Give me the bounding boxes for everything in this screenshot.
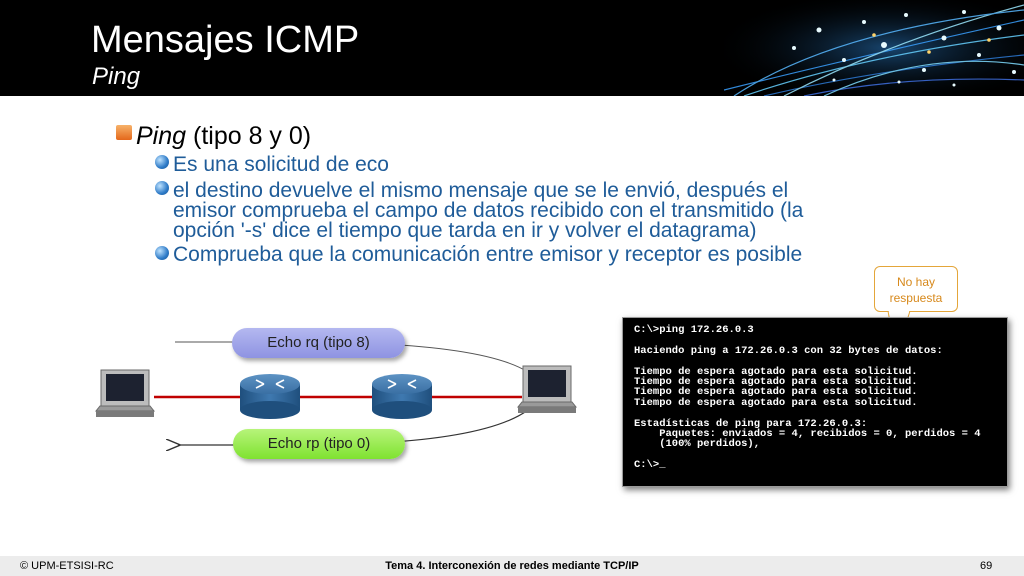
- sub-bullet-2-line-3: opción '-s' dice el tiempo que tarda en …: [173, 219, 757, 242]
- console-line: C:\>ping 172.26.0.3: [634, 324, 754, 336]
- orange-bullet-icon: [116, 125, 132, 140]
- no-response-callout: No hay respuesta: [874, 266, 958, 312]
- slide-title: Mensajes ICMP: [91, 19, 360, 61]
- console-output: C:\>ping 172.26.0.3 ​ Haciendo ping a 172.…: [622, 317, 1008, 487]
- sub-bullet-3: Comprueba que la comunicación entre emis…: [173, 243, 803, 266]
- network-diagram: [94, 341, 578, 470]
- fiber-optic-image: [724, 0, 1024, 96]
- console-line: Estadísticas de ping para 172.26.0.3:: [634, 417, 868, 430]
- laptop-right-icon: [516, 365, 578, 413]
- main-bullet: Ping (tipo 8 y 0): [136, 121, 311, 151]
- sub-bullet-1: Es una solicitud de eco: [173, 153, 389, 176]
- console-line: (100% perdidos),: [634, 438, 761, 451]
- footer-copyright: © UPM-ETSISI-RC: [20, 560, 114, 572]
- slide-subtitle: Ping: [92, 63, 141, 90]
- console-line: Tiempo de espera agotado para esta solic…: [634, 396, 918, 409]
- echo-request-label: Echo rq (tipo 8): [232, 328, 405, 358]
- callout-line-2: respuesta: [889, 291, 943, 305]
- console-line: Tiempo de espera agotado para esta solic…: [634, 386, 918, 399]
- main-bullet-rest: (tipo 8 y 0): [186, 122, 312, 150]
- console-line: Tiempo de espera agotado para esta solic…: [634, 376, 918, 389]
- laptop-left-icon: [94, 369, 156, 417]
- blue-bullet-icon: [155, 155, 169, 169]
- sub-bullet-2-line-1: el destino devuelve el mismo mensaje que…: [173, 179, 789, 202]
- console-line: Tiempo de espera agotado para esta solic…: [634, 365, 918, 378]
- sub-bullet-2-line-2: emisor comprueba el campo de datos recib…: [173, 199, 804, 222]
- callout-line-1: No hay: [896, 275, 936, 289]
- router-icon: [372, 374, 432, 419]
- page-number: 69: [980, 560, 993, 572]
- router-icon: [240, 374, 300, 419]
- console-line: Paquetes: enviados = 4, recibidos = 0, p…: [634, 428, 981, 441]
- blue-bullet-icon: [155, 246, 169, 260]
- echo-reply-label: Echo rp (tipo 0): [233, 429, 405, 459]
- console-line: C:\>_: [634, 459, 666, 472]
- footer-topic: Tema 4. Interconexión de redes mediante …: [385, 560, 639, 572]
- console-line: ​: [634, 450, 1007, 460]
- slide-footer: © UPM-ETSISI-RC Tema 4. Interconexión de…: [0, 556, 1024, 576]
- console-line: Haciendo ping a 172.26.0.3 con 32 bytes …: [634, 344, 943, 357]
- blue-bullet-icon: [155, 181, 169, 195]
- slide-header: Mensajes ICMP Ping: [0, 0, 1024, 96]
- main-bullet-italic: Ping: [136, 122, 187, 150]
